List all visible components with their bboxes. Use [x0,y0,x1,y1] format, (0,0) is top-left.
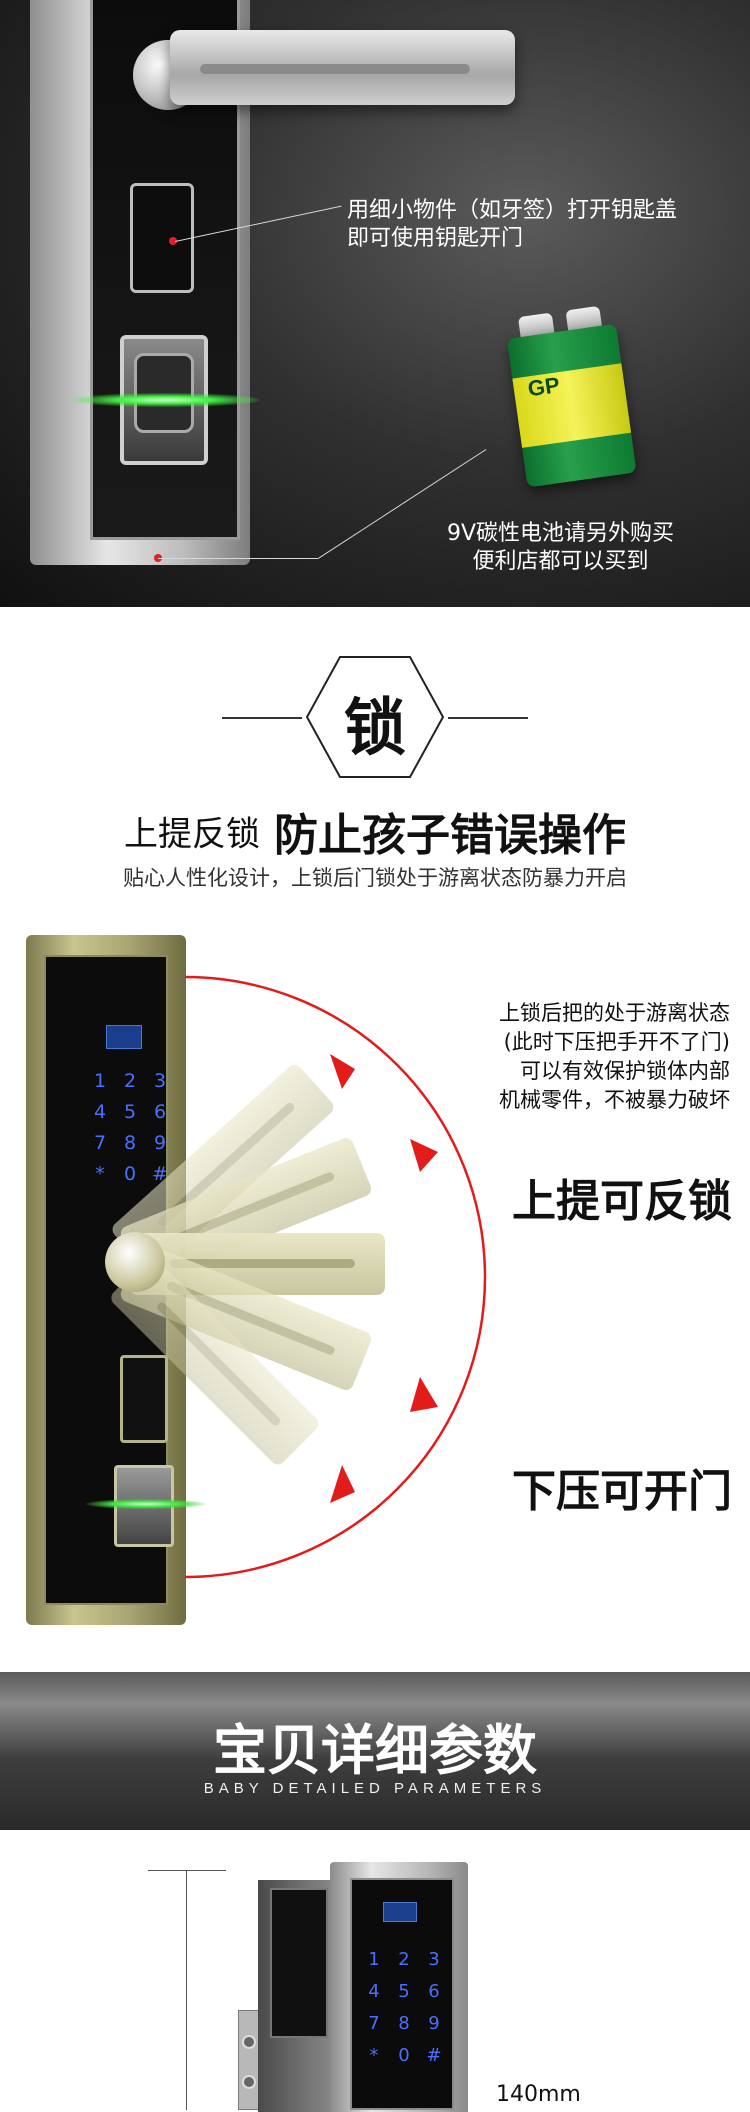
desc-line3: 可以有效保护锁体内部 [520,1059,730,1083]
key-2: 2 [398,1949,410,1970]
battery-callout-line-a [158,558,318,559]
lock-side-panel [270,1888,328,2038]
desc-line4: 机械零件，不被暴力破坏 [499,1088,730,1112]
keyhole-cover-icon [120,1355,168,1443]
key-9: 9 [428,2013,440,2034]
battery-callout-line1: 9V碳性电池请另外购买 [447,521,675,546]
hex-line-left [222,717,302,719]
handle-hub-2 [105,1232,165,1292]
bolt-icon [242,2075,256,2089]
title-prefix: 上提反锁 [124,814,260,855]
anti-lock-section: 锁 上提反锁防止孩子错误操作 贴心人性化设计，上锁后门锁处于游离状态防暴力开启 … [0,607,750,1672]
dimension-label: 140mm [496,2082,581,2107]
key-0: 0 [398,2045,410,2066]
key-6: 6 [428,1981,440,2002]
bolt-icon [242,2035,256,2049]
hexagon-icon: 锁 [305,655,445,779]
key-cover-marker-dot [169,237,177,245]
label-lift-to-lock: 上提可反锁 [512,1176,732,1227]
key-3: 3 [428,1949,440,1970]
key-4: 4 [368,1981,380,2002]
key-5: 5 [123,1101,137,1123]
parameters-banner: 宝贝详细参数 BABY DETAILED PARAMETERS [0,1672,750,1830]
battery-key-section: 用细小物件（如牙签）打开钥匙盖 即可使用钥匙开门 GP 9V碳性电池请另外购买 … [0,0,750,607]
lcd-screen-icon-2 [383,1902,417,1922]
hex-char: 锁 [343,691,406,764]
key-2: 2 [123,1070,137,1092]
hex-line-right [448,717,528,719]
battery-callout-line2: 便利店都可以买到 [472,549,649,574]
dimension-line-vertical [186,1870,187,2110]
key-5: 5 [398,1981,410,2002]
key-star: * [369,2045,379,2066]
dimension-line-top [148,1870,226,1871]
battery-9v-icon: GP [504,300,646,488]
battery-callout-text: 9V碳性电池请另外购买 便利店都可以买到 [447,520,674,576]
key-6: 6 [153,1101,167,1123]
key-callout-line1: 用细小物件（如牙签）打开钥匙盖 [347,198,678,223]
parameters-section: 1 2 3 4 5 6 7 8 9 * 0 # 140mm [0,1830,750,2112]
key-8: 8 [123,1132,137,1154]
lock-handle [170,30,515,105]
label-press-to-open: 下压可开门 [512,1466,732,1517]
key-cover-icon [130,183,194,293]
lcd-screen-icon [106,1025,142,1049]
key-7: 7 [368,2013,380,2034]
key-8: 8 [398,2013,410,2034]
key-star: * [95,1163,105,1185]
feature-title: 上提反锁防止孩子错误操作 [0,799,750,863]
key-callout-text: 用细小物件（如牙签）打开钥匙盖 即可使用钥匙开门 [347,197,677,253]
key-callout-line2: 即可使用钥匙开门 [347,226,524,251]
battery-brand-logo: GP [526,372,562,402]
key-1: 1 [93,1070,107,1092]
parameters-heading-en: BABY DETAILED PARAMETERS [203,1780,547,1797]
fingerprint-glow [70,393,260,407]
feature-subtitle: 贴心人性化设计，上锁后门锁处于游离状态防暴力开启 [123,866,627,890]
lock-hex-badge: 锁 [222,655,528,779]
parameters-heading: 宝贝详细参数 [213,1719,537,1782]
key-1: 1 [368,1949,380,1970]
key-hash: # [426,2045,442,2066]
key-0: 0 [123,1163,137,1185]
title-main: 防止孩子错误操作 [274,810,626,861]
key-3: 3 [153,1070,167,1092]
key-9: 9 [153,1132,167,1154]
rotation-arc-arrows [184,975,487,1579]
key-4: 4 [93,1101,107,1123]
desc-line1: 上锁后把的处于游离状态 [499,1001,730,1025]
key-7: 7 [93,1132,107,1154]
anti-lock-description: 上锁后把的处于游离状态 (此时下压把手开不了门) 可以有效保护锁体内部 机械零件… [440,999,730,1115]
fingerprint-glow-2 [86,1499,206,1509]
desc-line2: (此时下压把手开不了门) [503,1030,730,1054]
